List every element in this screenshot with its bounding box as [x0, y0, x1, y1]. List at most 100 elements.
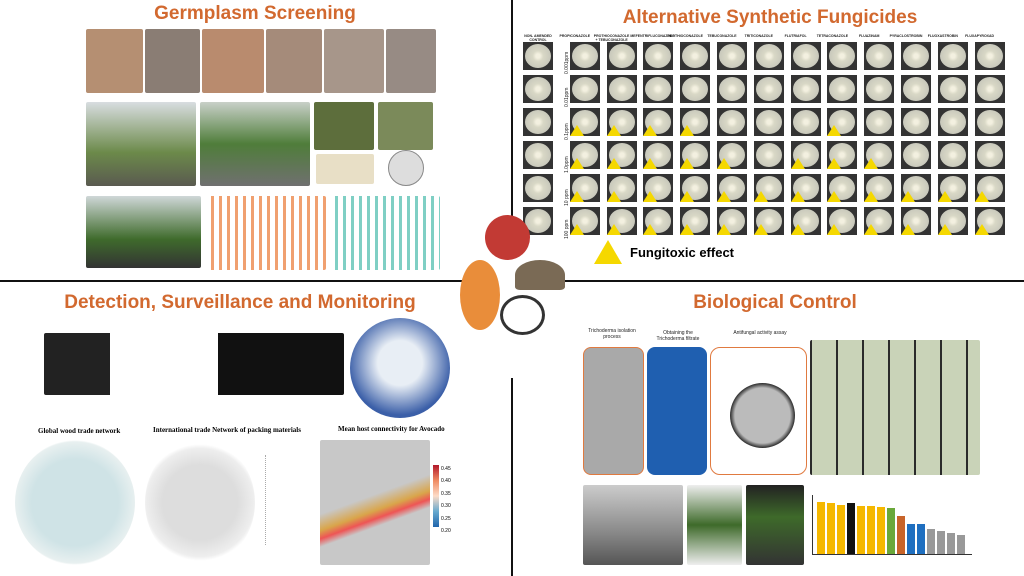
hazard-icon [864, 191, 879, 202]
petri-plate [753, 174, 784, 202]
logo [455, 215, 570, 340]
petri-plate [937, 207, 968, 235]
petri-plate [827, 75, 858, 103]
petri-plate [523, 42, 553, 70]
fungicide-column-header: FLUAZINAM [858, 34, 880, 38]
petri-plate [864, 174, 895, 202]
petri-plate [643, 42, 674, 70]
fungicide-column-header: PROPICONAZOLE [559, 34, 591, 38]
bar [817, 501, 825, 554]
bar [937, 530, 945, 554]
avocado-plant-photo-1 [687, 485, 742, 565]
bar [917, 523, 925, 554]
petri-plate [569, 75, 600, 103]
petri-plate [680, 108, 711, 136]
fungicide-column-header: TRITICONAZOLE [744, 34, 773, 38]
petri-plate [606, 174, 637, 202]
step-assay: Antifungal activity assay [733, 330, 787, 336]
petri-plate [790, 108, 821, 136]
divider-vertical-bottom [511, 378, 513, 576]
greenhouse-trial-photo [583, 485, 683, 565]
petri-plate [974, 108, 1005, 136]
bar [837, 504, 845, 554]
hazard-icon [717, 158, 731, 169]
petri-plate [937, 174, 968, 202]
fungicide-column-header: FLUTRIAFOL [784, 34, 807, 38]
petri-plate [753, 75, 784, 103]
avocado-connectivity-map [320, 440, 430, 565]
hazard-icon [790, 158, 805, 169]
hazard-icon [827, 224, 842, 235]
network-title-avocado: Mean host connectivity for Avocado [338, 425, 445, 433]
fungicide-column-header: FLUOXASTROBIN [927, 34, 958, 38]
petri-plate [680, 174, 711, 202]
petri-plate [717, 141, 747, 169]
fungicide-column-header: FLUXAPYROXAD [965, 34, 995, 38]
tubes-photo [350, 318, 450, 418]
biocontrol-title: Biological Control [693, 292, 857, 313]
divider-vertical-top [511, 0, 513, 240]
hazard-icon [753, 191, 768, 202]
fungicide-column-header: TEBUCONAZOLE [707, 34, 737, 38]
petri-plate [901, 141, 931, 169]
bar [877, 506, 885, 554]
petri-plate [569, 108, 600, 136]
petri-plate [717, 42, 747, 70]
fungicide-column-header: MEFENTRIFLUCONAZOLE [630, 34, 675, 38]
fungicide-column-header: NON- AMENDED CONTROL [524, 34, 552, 42]
petri-plate [643, 207, 674, 235]
hazard-icon [827, 158, 842, 169]
petri-plate [901, 42, 931, 70]
petri-plate [717, 207, 747, 235]
petri-plate [937, 42, 968, 70]
petri-plate [864, 108, 895, 136]
petri-plate [717, 108, 747, 136]
filtrate-panel [647, 347, 707, 475]
petri-plate [937, 141, 968, 169]
hazard-icon [901, 224, 915, 235]
fungitoxic-legend: Fungitoxic effect [594, 240, 734, 264]
isolation-panel [583, 347, 644, 475]
biocontrol-bar-chart [812, 495, 972, 555]
petri-plate [523, 141, 553, 169]
network-title-packing: International trade Network of packing m… [153, 426, 301, 434]
petri-plate [606, 42, 637, 70]
bar [887, 507, 895, 554]
petri-plate [753, 108, 784, 136]
hazard-icon [790, 224, 805, 235]
petri-plate [717, 75, 747, 103]
petri-plate [790, 141, 821, 169]
petri-plate [974, 75, 1005, 103]
bar [827, 502, 835, 554]
petri-plate [606, 108, 637, 136]
petri-plate [901, 174, 931, 202]
petri-plate [606, 207, 637, 235]
hazard-icon [643, 125, 658, 136]
fungicide-column-header: PROTHIOCONAZOLE + TEBUCONAZOLE [593, 34, 630, 42]
hazard-icon [680, 191, 695, 202]
petri-plate [864, 75, 895, 103]
petri-plate [569, 141, 600, 169]
petri-plate [937, 108, 968, 136]
petri-plate [790, 207, 821, 235]
petri-plate [827, 174, 858, 202]
petri-plate [680, 141, 711, 169]
bar [957, 534, 965, 554]
map-scale-labels: 0.45 0.40 0.35 0.30 0.25 0.20 [441, 466, 451, 535]
hazard-icon [606, 191, 621, 202]
hazard-icon [680, 224, 695, 235]
petri-plate [827, 108, 858, 136]
petri-plate [790, 42, 821, 70]
hazard-icon [606, 125, 621, 136]
leaf-wilting-boxplot [206, 196, 326, 270]
petri-plate [901, 207, 931, 235]
avocado-plant-photo-2 [746, 485, 804, 565]
packing-network-legend [265, 455, 305, 545]
detection-title: Detection, Surveillance and Monitoring [64, 292, 416, 313]
petri-plate [974, 207, 1005, 235]
hazard-icon [643, 224, 658, 235]
hazard-icon [606, 224, 621, 235]
petri-plate [606, 75, 637, 103]
petri-plate [753, 207, 784, 235]
hazard-icon [594, 240, 622, 264]
